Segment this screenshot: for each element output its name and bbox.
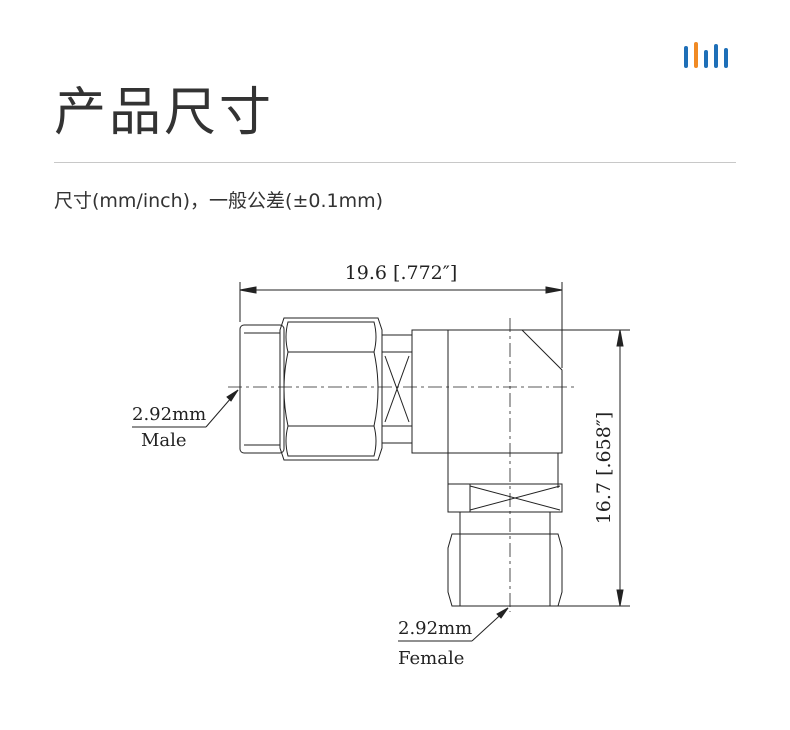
page-subtitle: 尺寸(mm/inch)，一般公差(±0.1mm) [54,190,384,212]
female-size-label: 2.92mm [398,618,472,639]
male-label: Male [141,430,187,451]
female-socket [459,511,551,535]
width-dimension-label: 19.6 [.772″] [345,262,458,284]
page-title: 产品尺寸 [54,83,275,143]
hex-nut [279,317,383,461]
male-plug-body [239,324,285,454]
height-dimension-label: 16.7 [.658″] [593,412,615,525]
divider [54,162,736,163]
right-angle-body [411,329,563,454]
male-size-label: 2.92mm [132,404,206,425]
female-flange [447,483,563,513]
brand-logo-icon [684,42,728,68]
female-label: Female [398,648,464,669]
dimension-drawing: 19.6 [.772″] 16.7 [.658″] 2.92mm Male 2.… [132,262,630,669]
